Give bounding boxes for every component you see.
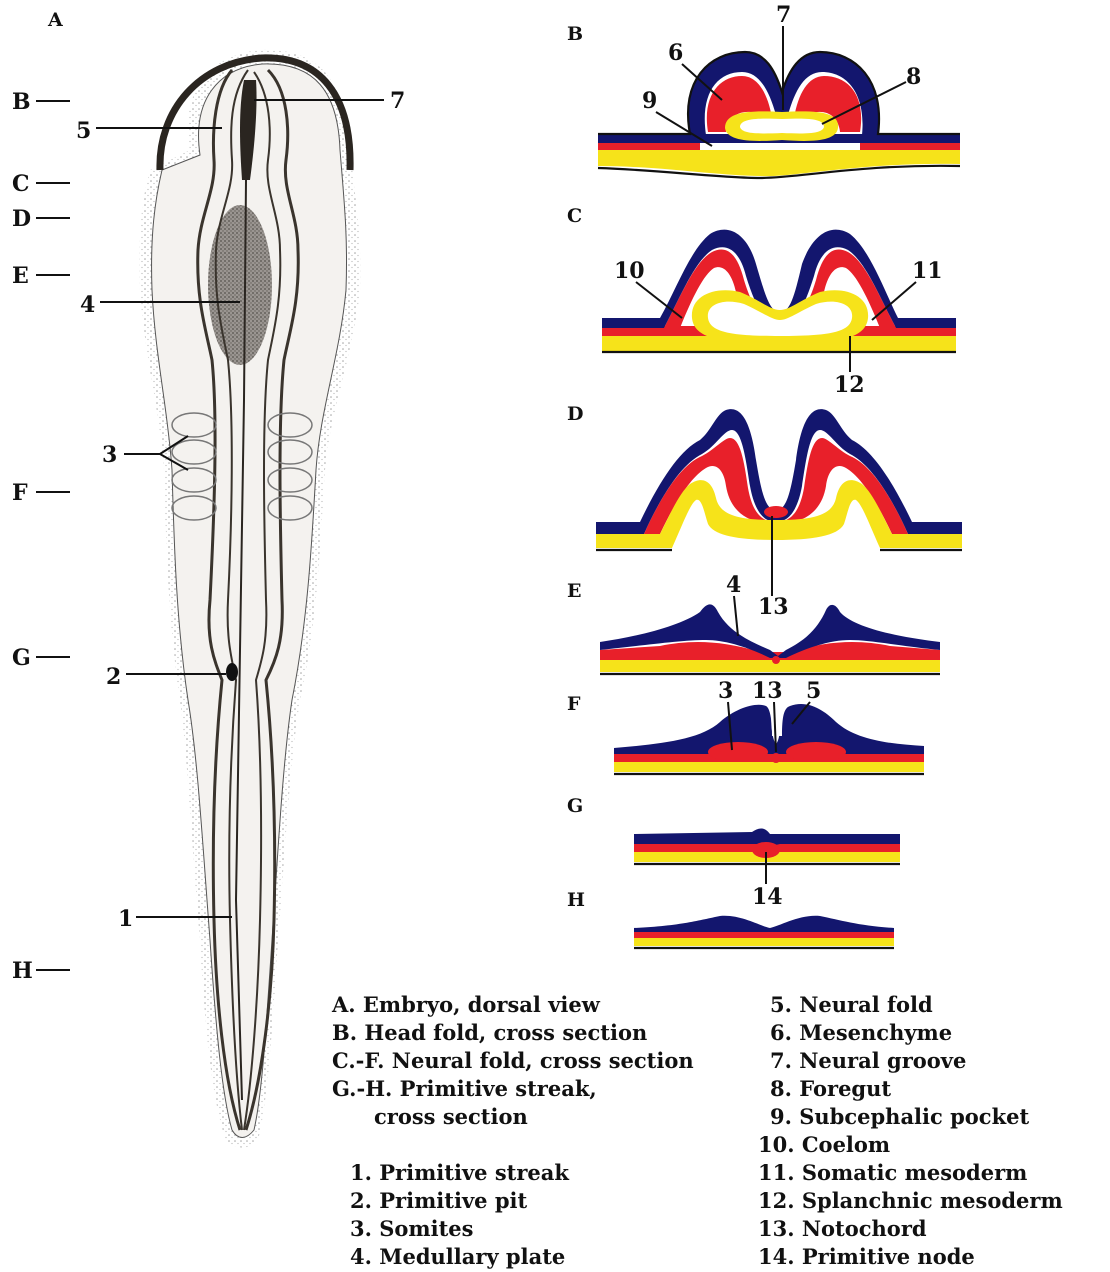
d-notochord (764, 506, 788, 518)
legend-left-item: 4. Medullary plate (350, 1244, 565, 1269)
b-callout-7: 7 (776, 2, 791, 28)
section-g: G 14 (567, 795, 900, 910)
panel-label-h: H (567, 889, 585, 911)
section-e: E 4 (567, 572, 940, 674)
medullary-plate (208, 205, 272, 365)
f-callout-13: 13 (752, 678, 783, 704)
legend-right-item: 14. Primitive node (758, 1244, 975, 1269)
b-mesoderm-layer (598, 143, 700, 150)
b-mesoderm-layer-right (860, 143, 960, 150)
primitive-pit (226, 663, 238, 681)
legend-right: 5. Neural fold 6. Mesenchyme 7. Neural g… (758, 992, 1063, 1269)
f-notochord (771, 753, 781, 763)
panel-label-f: F (567, 693, 581, 715)
callout-3: 3 (102, 442, 117, 468)
level-label-g: G (12, 645, 31, 671)
level-label-e: E (12, 263, 29, 289)
legend-right-item: 10. Coelom (758, 1132, 890, 1157)
callout-5: 5 (76, 118, 91, 144)
section-d: D 13 (567, 403, 962, 620)
level-label-c: C (12, 171, 30, 197)
legend-left-item: 2. Primitive pit (350, 1188, 527, 1213)
level-label-b: B (12, 89, 31, 115)
legend-left-item: B. Head fold, cross section (332, 1020, 647, 1045)
h-ectoderm (634, 916, 894, 932)
legend-right-item: 12. Splanchnic mesoderm (758, 1188, 1063, 1213)
b-foregut-lumen (740, 119, 824, 134)
e-leader-4 (734, 596, 738, 636)
legend-left-item: G.-H. Primitive streak, (332, 1076, 597, 1101)
legend-right-item: 7. Neural groove (770, 1048, 966, 1073)
e-notochord (772, 656, 780, 664)
f-callout-5: 5 (806, 678, 821, 704)
f-somite-left (708, 742, 768, 762)
c-callout-10: 10 (614, 258, 645, 284)
e-endoderm (600, 660, 940, 672)
section-f: F 3 13 5 (567, 678, 924, 774)
panel-label-c: C (567, 205, 582, 227)
f-callout-3: 3 (718, 678, 733, 704)
callout-1: 1 (118, 906, 133, 932)
legend-right-item: 5. Neural fold (770, 992, 933, 1017)
panel-label-b: B (567, 23, 583, 45)
panel-label-a: A (47, 9, 63, 31)
level-label-h: H (12, 958, 33, 984)
callout-7: 7 (390, 88, 405, 114)
legend: A. Embryo, dorsal view B. Head fold, cro… (331, 992, 1063, 1269)
c-callout-11: 11 (912, 258, 943, 284)
legend-left-item: A. Embryo, dorsal view (331, 992, 601, 1017)
legend-right-item: 9. Subcephalic pocket (770, 1104, 1029, 1129)
legend-left-item: C.-F. Neural fold, cross section (332, 1048, 694, 1073)
legend-right-item: 6. Mesenchyme (770, 1020, 952, 1045)
d-callout-13: 13 (758, 594, 789, 620)
h-endoderm (634, 938, 894, 946)
section-h: H (567, 889, 894, 948)
f-ectoderm (614, 704, 924, 754)
legend-left-item: cross section (374, 1104, 528, 1129)
legend-right-item: 8. Foregut (770, 1076, 891, 1101)
c-callout-12: 12 (834, 372, 865, 398)
f-endoderm (614, 762, 924, 772)
b-callout-9: 9 (642, 88, 657, 114)
b-callout-8: 8 (906, 64, 921, 90)
section-c: C 10 11 12 (567, 205, 956, 398)
e-callout-4: 4 (726, 572, 741, 598)
legend-left-item: 1. Primitive streak (350, 1160, 569, 1185)
panel-label-g: G (567, 795, 583, 817)
level-label-d: D (12, 206, 31, 232)
legend-right-item: 11. Somatic mesoderm (758, 1160, 1027, 1185)
level-markers: B C D E F G H (12, 89, 70, 984)
f-mesoderm (614, 754, 924, 762)
panel-label-e: E (567, 580, 581, 602)
b-endoderm (598, 150, 960, 176)
f-somite-right (786, 742, 846, 762)
legend-right-item: 13. Notochord (758, 1216, 927, 1241)
callout-2: 2 (106, 664, 121, 690)
legend-left-item: 3. Somites (350, 1216, 474, 1241)
embryo-dorsal-view: B C D E F G H A 5 7 4 3 2 1 (12, 9, 405, 1148)
level-label-f: F (12, 480, 28, 506)
section-b: B 6 7 8 9 (567, 2, 960, 178)
legend-left: A. Embryo, dorsal view B. Head fold, cro… (331, 992, 694, 1269)
h-mesoderm (634, 932, 894, 938)
callout-4: 4 (80, 292, 95, 318)
panel-label-d: D (567, 403, 583, 425)
g-callout-14: 14 (752, 884, 783, 910)
b-callout-6: 6 (668, 40, 683, 66)
